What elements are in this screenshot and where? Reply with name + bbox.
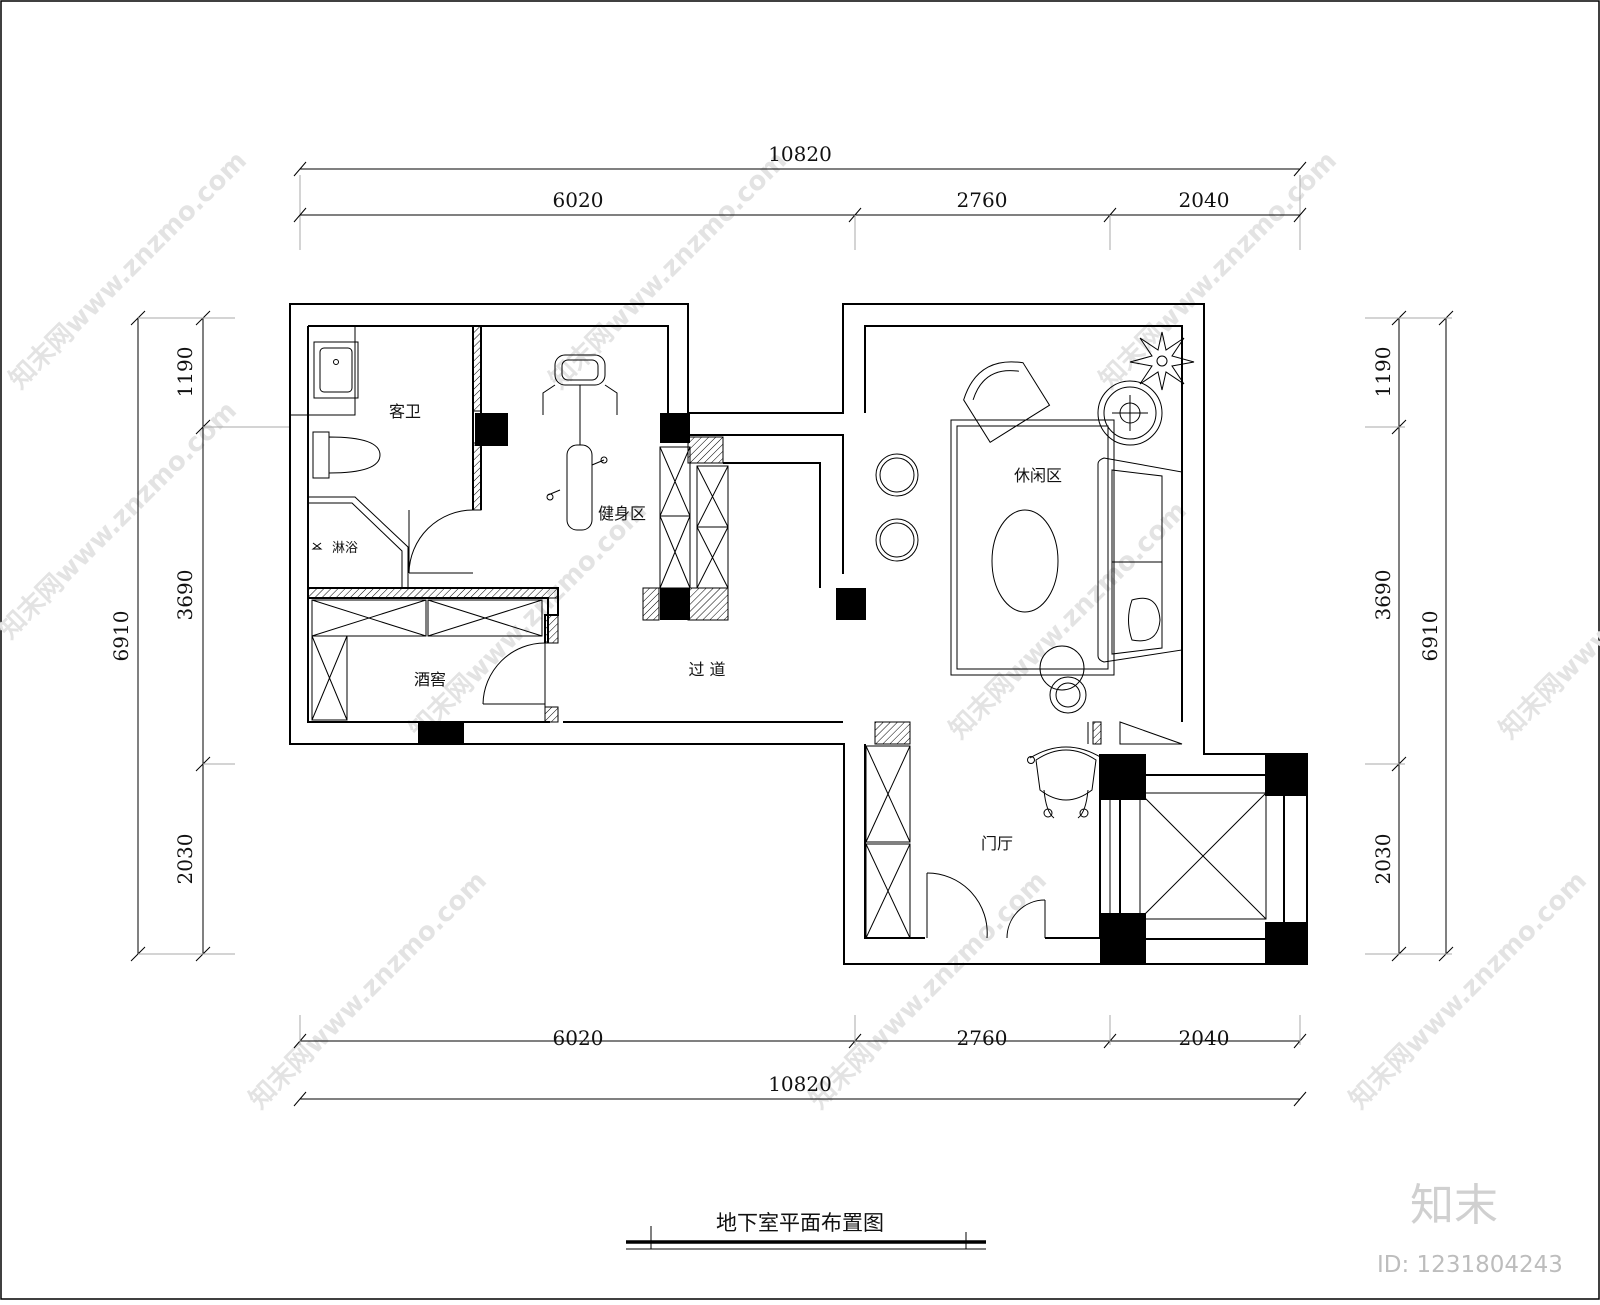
dim-left-total: 6910	[109, 611, 133, 662]
bath-fixtures	[311, 341, 381, 550]
dim-top-seg-1: 6020	[553, 188, 604, 212]
dim-right-seg-3: 2030	[1371, 834, 1395, 885]
dim-left-seg-2: 3690	[173, 570, 197, 621]
lounge-furniture	[950, 331, 1195, 714]
foyer-chair	[1027, 746, 1103, 819]
watermark-text: 知末网www.znzmo.com	[4, 146, 253, 395]
watermark-text: 知末网www.znzmo.com	[1344, 866, 1593, 1115]
room-label-foyer: 门厅	[981, 834, 1013, 853]
watermark-layer: 知末网www.znzmo.com 知末网www.znzmo.com 知末网www…	[0, 146, 1600, 1115]
dim-bottom-seg-3: 2040	[1179, 1026, 1230, 1050]
dim-right-seg-1: 1190	[1371, 347, 1395, 398]
brand-watermark: 知末	[1410, 1180, 1498, 1231]
exercise-bike	[542, 354, 618, 531]
watermark-text: 知末网www.znzmo.com	[1494, 496, 1600, 745]
dim-bottom-seg-2: 2760	[957, 1026, 1008, 1050]
dim-left-seg-3: 2030	[173, 834, 197, 885]
room-label-guest-bath: 客卫	[389, 402, 421, 421]
dim-bottom-total: 10820	[768, 1072, 832, 1096]
dim-right-total: 6910	[1418, 611, 1442, 662]
dim-top-seg-3: 2040	[1179, 188, 1230, 212]
dim-right-seg-2: 3690	[1371, 570, 1395, 621]
dim-bottom-seg-1: 6020	[553, 1026, 604, 1050]
room-label-gym: 健身区	[598, 504, 646, 523]
watermark-text: 知末网www.znzmo.com	[1094, 146, 1343, 395]
room-label-corridor: 过 道	[688, 660, 725, 679]
dim-top-seg-2: 2760	[957, 188, 1008, 212]
structural-columns	[418, 413, 1307, 964]
dim-top-total: 10820	[768, 142, 832, 166]
watermark-text: 知末网www.znzmo.com	[804, 866, 1053, 1115]
doors	[408, 509, 1046, 939]
room-label-wine-cellar: 酒窖	[414, 670, 446, 689]
elevator	[1109, 721, 1285, 964]
watermark-text: 知末网www.znzmo.com	[0, 396, 243, 645]
cabinets	[311, 446, 911, 939]
id-label: ID: 1231804243	[1377, 1252, 1563, 1278]
bar-stools	[875, 453, 919, 562]
dim-left-seg-1: 1190	[173, 347, 197, 398]
watermark-text: 知末网www.znzmo.com	[244, 866, 493, 1115]
watermark-text: 知末网www.znzmo.com	[404, 496, 653, 745]
dimension-lines	[130, 161, 1454, 1107]
hatched-walls	[307, 325, 1102, 745]
room-label-lounge: 休闲区	[1014, 466, 1062, 485]
drawing-title: 地下室平面布置图	[716, 1211, 884, 1235]
room-label-shower: 淋浴	[332, 541, 358, 556]
watermark-text: 知末网www.znzmo.com	[944, 496, 1193, 745]
